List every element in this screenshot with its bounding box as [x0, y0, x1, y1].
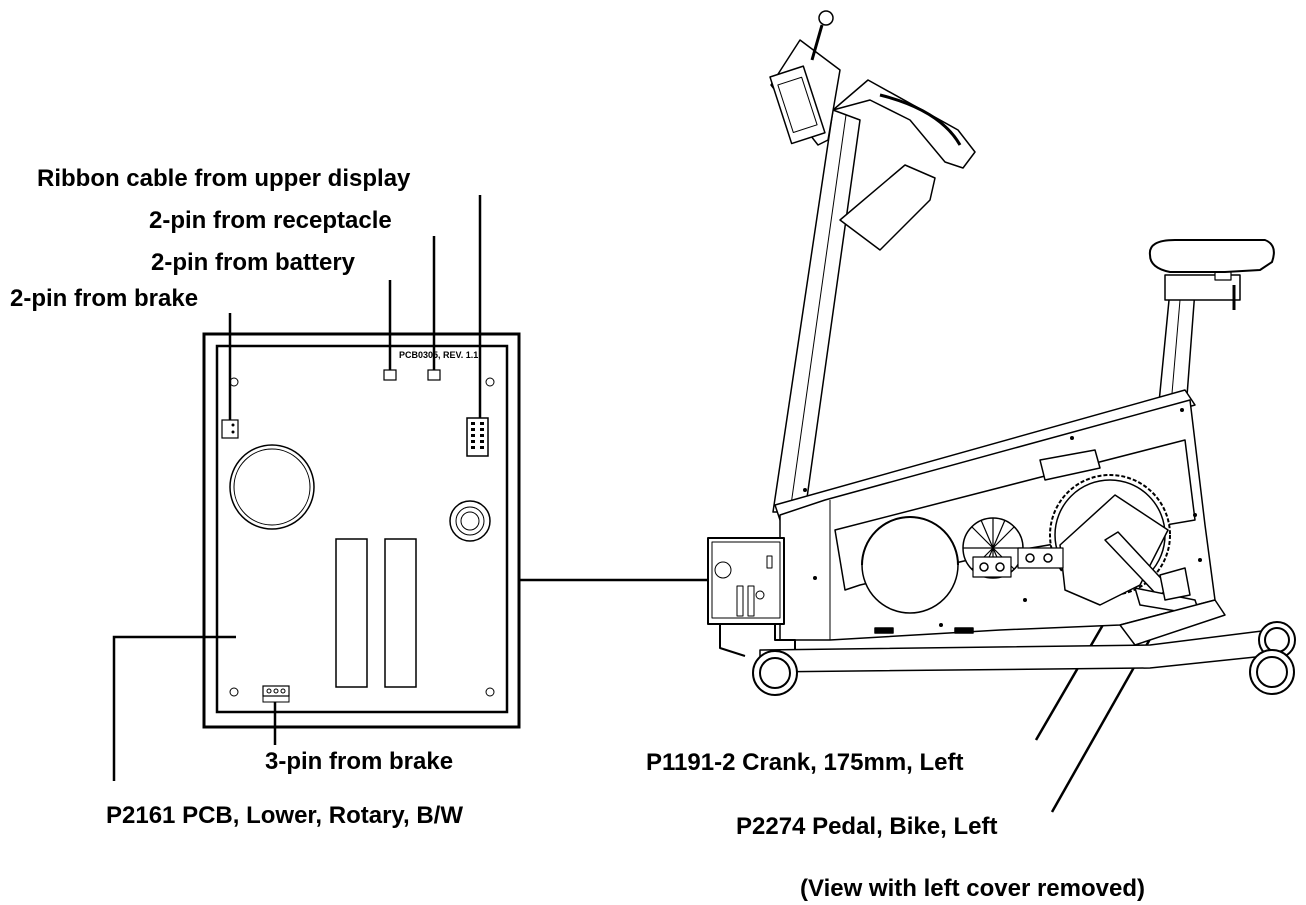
component-round-core	[460, 511, 480, 531]
bike-handlebar	[832, 79, 976, 169]
component-bar-right	[384, 538, 417, 688]
brake-2pin-connector	[221, 419, 239, 439]
leader-lines	[112, 195, 1169, 813]
component-round-inner	[455, 506, 485, 536]
capacitor-large-inner	[233, 448, 311, 526]
battery-connector	[383, 369, 397, 381]
label-pcb-part: P2161 PCB, Lower, Rotary, B/W	[106, 802, 463, 829]
mount-hole-tr	[485, 377, 495, 387]
leader-pcb	[112, 635, 236, 781]
exercise-bike	[707, 10, 1296, 696]
label-battery-pin: 2-pin from battery	[151, 249, 356, 276]
pcb-detail	[202, 332, 521, 729]
mount-hole-br	[485, 687, 495, 697]
label-brake-2pin: 2-pin from brake	[10, 285, 198, 312]
label-view-note: (View with left cover removed)	[800, 875, 1145, 902]
bike-seat	[1148, 239, 1275, 273]
capacitor-large	[229, 444, 315, 530]
label-crank-part: P1191-2 Crank, 175mm, Left	[646, 749, 964, 776]
label-receptacle-pin: 2-pin from receptacle	[149, 207, 392, 234]
leader-pedal	[1050, 608, 1169, 813]
pcb-silkscreen: PCB0305, REV. 1.1	[399, 350, 478, 360]
label-brake-3pin: 3-pin from brake	[265, 748, 453, 775]
ribbon-connector	[466, 417, 489, 457]
label-ribbon-cable: Ribbon cable from upper display	[37, 165, 411, 192]
bike-handlebar-lower	[839, 164, 936, 251]
pcb-inner-board	[215, 344, 509, 714]
component-bar-left	[335, 538, 368, 688]
mount-hole-bl	[229, 687, 239, 697]
pcb-outer-frame	[202, 332, 521, 729]
bike-upright	[772, 109, 861, 513]
ribbon-connector-pins	[471, 422, 484, 449]
receptacle-connector	[427, 369, 441, 381]
label-pedal-part: P2274 Pedal, Bike, Left	[736, 813, 997, 840]
component-round	[449, 500, 491, 542]
